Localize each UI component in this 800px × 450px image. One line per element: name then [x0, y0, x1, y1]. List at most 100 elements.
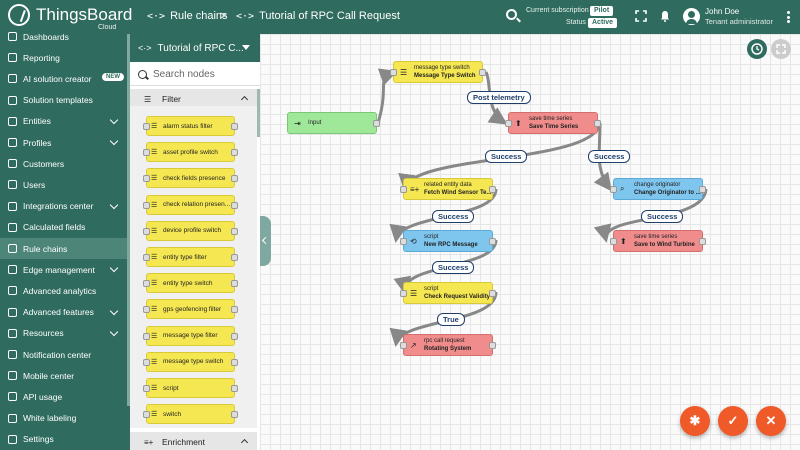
filter-icon: ☰	[151, 385, 158, 392]
sidebar-item-notification-center[interactable]: Notification center	[0, 344, 127, 365]
output-port[interactable]	[699, 238, 706, 245]
library-collapse-handle[interactable]	[260, 216, 271, 266]
breadcrumb-root[interactable]: <·> Rule chains	[147, 10, 228, 22]
sidebar-scrollbar[interactable]	[127, 34, 130, 406]
sidebar-item-profiles[interactable]: Profiles	[0, 132, 127, 153]
output-port	[231, 123, 238, 130]
edge-label-success[interactable]: Success	[485, 150, 528, 163]
section-filter[interactable]: ☰ Filter	[130, 89, 257, 109]
search-input[interactable]: Search nodes	[153, 69, 215, 80]
input-port[interactable]	[400, 342, 407, 349]
output-port[interactable]	[373, 120, 380, 127]
library-node[interactable]: ☰entity type filter	[143, 247, 238, 267]
library-node[interactable]: ☰check relation presen...	[143, 194, 238, 215]
customers-icon	[8, 159, 17, 169]
sidebar-item-resources[interactable]: Resources	[0, 323, 127, 344]
sidebar-item-dashboards[interactable]: Dashboards	[0, 26, 127, 47]
sidebar-item-edge-management[interactable]: Edge management	[0, 259, 127, 280]
sidebar-item-reporting[interactable]: Reporting	[0, 47, 127, 68]
node-input[interactable]: ⇥ Input	[287, 112, 380, 134]
sidebar-item-users[interactable]: Users	[0, 174, 127, 195]
library-node[interactable]: ☰check fields presence	[143, 168, 238, 189]
output-port[interactable]	[489, 238, 496, 245]
brand[interactable]: ThingsBoard Cloud	[8, 4, 132, 31]
library-node-label: asset profile switch	[163, 148, 218, 156]
library-node[interactable]: ☰message type switch	[143, 351, 238, 372]
library-node[interactable]: ☰message type filter	[143, 325, 238, 346]
more-menu-icon[interactable]	[787, 11, 790, 23]
library-node[interactable]: ☰asset profile switch	[143, 142, 238, 163]
sidebar-item-rule-chains[interactable]: Rule chains	[0, 238, 127, 259]
fullscreen-icon[interactable]	[635, 10, 647, 22]
sidebar-item-customers[interactable]: Customers	[0, 153, 127, 174]
input-port[interactable]	[400, 186, 407, 193]
search-icon[interactable]	[506, 9, 517, 20]
input-port[interactable]	[505, 120, 512, 127]
history-button[interactable]	[747, 39, 767, 59]
filter-icon: ☰	[151, 123, 158, 130]
edge-label-success[interactable]: Success	[432, 210, 475, 223]
library-scrollbar[interactable]	[257, 89, 260, 137]
sidebar-item-advanced-analytics[interactable]: Advanced analytics	[0, 280, 127, 301]
rule-chain-selector[interactable]: <·> Tutorial of RPC C...	[130, 34, 260, 62]
section-enrichment[interactable]: ≡+ Enrichment	[130, 432, 257, 450]
apply-button[interactable]: ✓	[718, 406, 748, 436]
settings-icon	[8, 434, 17, 444]
sidebar-item-white-labeling[interactable]: White labeling	[0, 408, 127, 429]
subscription-badge[interactable]: Pilot	[590, 6, 614, 16]
input-port[interactable]	[610, 186, 617, 193]
sidebar-item-solution-templates[interactable]: Solution templates	[0, 90, 127, 111]
library-node[interactable]: ☰alarm status filter	[143, 116, 238, 136]
edge-label-post-telemetry[interactable]: Post telemetry	[467, 91, 531, 104]
cancel-button[interactable]: ✕	[756, 406, 786, 436]
input-port[interactable]	[390, 69, 397, 76]
upload-icon: ⬆	[515, 118, 522, 128]
library-node[interactable]: ☰device profile switch	[143, 220, 238, 241]
output-port	[231, 149, 238, 157]
input-port[interactable]	[400, 238, 407, 245]
edge-label-success[interactable]: Success	[588, 150, 631, 163]
input-port	[143, 411, 150, 419]
output-port[interactable]	[489, 342, 496, 349]
sidebar-item-integrations-center[interactable]: Integrations center	[0, 196, 127, 217]
sidebar-item-label: Customers	[23, 158, 65, 169]
edge-label-true[interactable]: True	[437, 313, 465, 326]
output-port[interactable]	[699, 186, 706, 193]
library-node[interactable]: ☰gps geofencing filter	[143, 299, 238, 320]
library-node[interactable]: ☰script	[143, 378, 238, 398]
output-port[interactable]	[479, 69, 486, 76]
sidebar-item-entities[interactable]: Entities	[0, 111, 127, 132]
subscription-label: Current subscription	[526, 7, 589, 14]
output-port[interactable]	[594, 120, 601, 127]
bell-icon[interactable]	[659, 10, 671, 22]
output-port[interactable]	[489, 290, 496, 297]
edge-label-success[interactable]: Success	[432, 261, 475, 274]
bug-icon: ✱	[689, 413, 701, 428]
fullscreen-button[interactable]	[771, 39, 791, 59]
sidebar-item-label: Calculated fields	[23, 222, 86, 233]
output-port[interactable]	[489, 186, 496, 193]
library-node[interactable]: ☰entity type switch	[143, 273, 238, 294]
sidebar-item-api-usage[interactable]: API usage	[0, 386, 127, 407]
edge-label-success[interactable]: Success	[641, 210, 684, 223]
input-port[interactable]	[400, 290, 407, 297]
sidebar-item-mobile-center[interactable]: Mobile center	[0, 365, 127, 386]
library-node[interactable]: ☰switch	[143, 404, 238, 425]
input-port[interactable]	[610, 238, 617, 245]
node-search[interactable]: Search nodes	[130, 64, 260, 86]
sidebar-item-advanced-features[interactable]: Advanced features	[0, 302, 127, 323]
sidebar-item-calculated-fields[interactable]: Calculated fields	[0, 217, 127, 238]
avatar[interactable]	[683, 8, 700, 25]
debug-button[interactable]: ✱	[680, 406, 710, 436]
sidebar-item-settings[interactable]: Settings	[0, 429, 127, 450]
